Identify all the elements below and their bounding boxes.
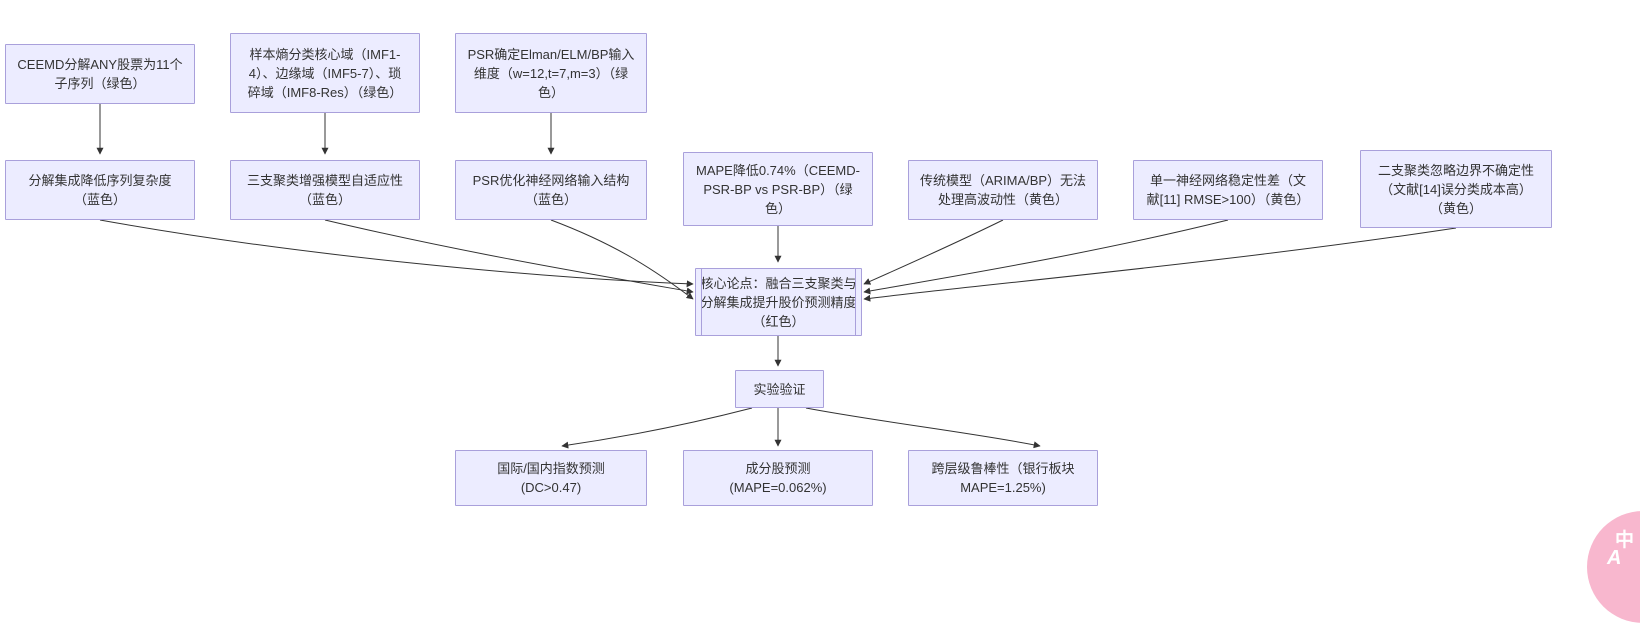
arrow-experiment-to-index (561, 407, 753, 449)
arrow-singlenn-to-core (863, 219, 1229, 295)
node-robustness: 跨层级鲁棒性（银行板块 MAPE=1.25%) (908, 450, 1098, 506)
node-threeway-benefit: 三支聚类增强模型自适应性 （蓝色） (230, 160, 420, 220)
node-psr-input: PSR确定Elman/ELM/BP输入 维度（w=12,t=7,m=3）（绿 色… (455, 33, 647, 113)
node-traditional-limit: 传统模型（ARIMA/BP）无法 处理高波动性（黄色） (908, 160, 1098, 220)
node-ceemd-decompose: CEEMD分解ANY股票为11个 子序列（绿色） (5, 44, 195, 104)
arrow-experiment-to-robustness (805, 407, 1041, 449)
arrow-psrbenefit-to-core (550, 219, 694, 300)
arrow-traditional-to-core (863, 219, 1004, 285)
node-single-nn-limit: 单一神经网络稳定性差（文 献[11] RMSE>100）（黄色） (1133, 160, 1323, 220)
arrow-threeway-to-core (324, 219, 694, 295)
arrow-decompose-to-core (99, 219, 694, 288)
node-index-prediction: 国际/国内指数预测 (DC>0.47) (455, 450, 647, 506)
diagram-canvas: { "diagram": { "nodes": { "ceemd": {"lin… (5, 33, 1640, 623)
node-mape-improve: MAPE降低0.74%（CEEMD- PSR-BP vs PSR-BP）（绿 色… (683, 152, 873, 226)
translate-icon: 中 (1615, 530, 1635, 551)
node-sample-entropy: 样本熵分类核心域（IMF1- 4）、边缘域（IMF5-7）、琐 碎域（IMF8-… (230, 33, 420, 113)
translate-button[interactable]: 中 A (1587, 511, 1640, 623)
node-twoway-limit: 二支聚类忽略边界不确定性 （文献[14]误分类成本高） （黄色） (1360, 150, 1552, 228)
node-decompose-benefit: 分解集成降低序列复杂度 （蓝色） (5, 160, 195, 220)
node-constituent-prediction: 成分股预测 (MAPE=0.062%) (683, 450, 873, 506)
arrow-twoway-to-core (863, 227, 1457, 302)
node-experiment: 实验验证 (735, 370, 824, 408)
node-psr-benefit: PSR优化神经网络输入结构 （蓝色） (455, 160, 647, 220)
node-core-thesis: 核心论点：融合三支聚类与 分解集成提升股价预测精度 （红色） (695, 268, 862, 336)
